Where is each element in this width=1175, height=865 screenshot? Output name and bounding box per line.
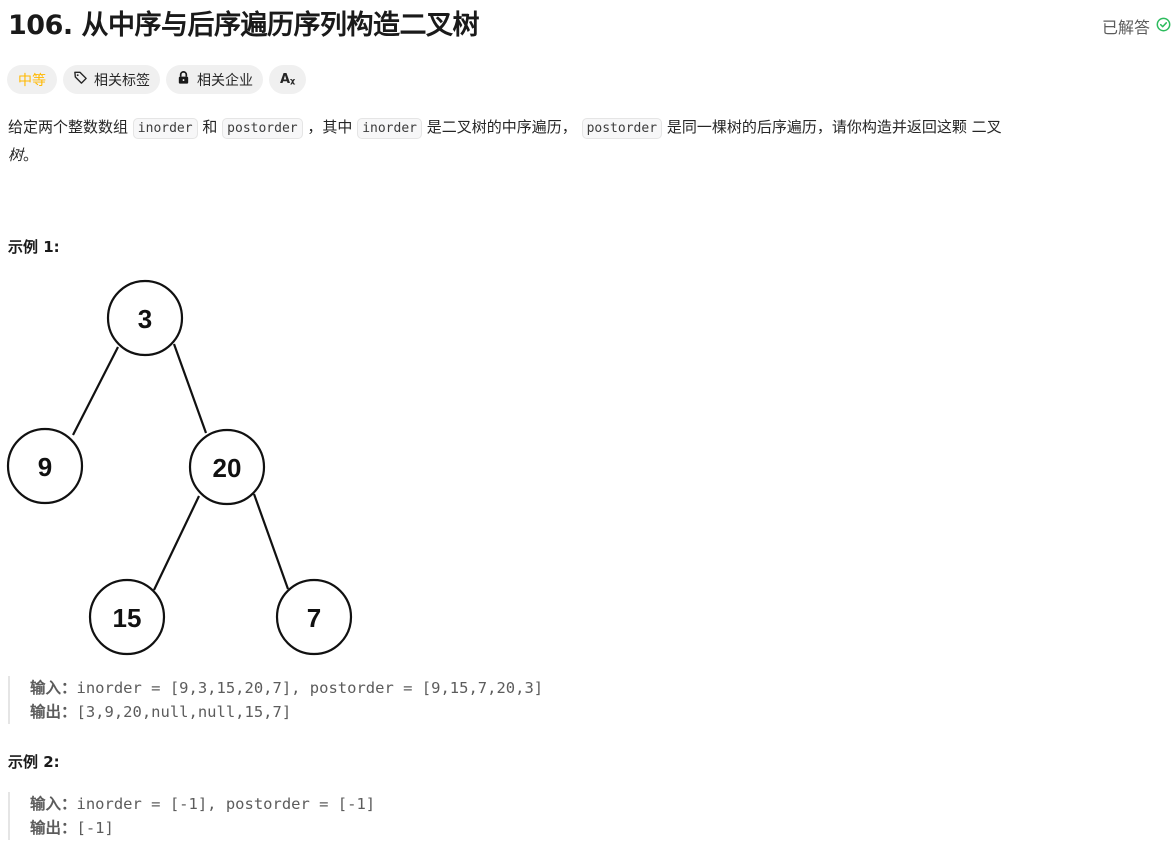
- lock-icon: [176, 70, 191, 89]
- code-postorder: postorder: [222, 118, 303, 139]
- translate-button[interactable]: Aᵪ: [269, 65, 307, 94]
- example-2-title: 示例 2:: [8, 753, 60, 771]
- desc-text: 是二叉树的中序遍历，: [426, 118, 577, 136]
- check-circle-icon: [1156, 17, 1171, 36]
- example-2-block: 输入：inorder = [-1], postorder = [-1] 输出：[…: [8, 792, 375, 840]
- code-inorder: inorder: [357, 118, 422, 139]
- desc-italic: 树: [8, 146, 24, 164]
- solved-status: 已解答: [1102, 14, 1171, 38]
- difficulty-label: 中等: [18, 72, 46, 89]
- example-1-title: 示例 1:: [8, 238, 60, 256]
- example-input: inorder = [-1], postorder = [-1]: [76, 795, 376, 813]
- code-inorder: inorder: [132, 118, 198, 139]
- tree-node: 9: [38, 452, 52, 482]
- desc-text: ，其中: [307, 118, 353, 136]
- tag-bar: 中等 相关标签 相关企业 Aᵪ: [7, 65, 307, 94]
- problem-description: 给定两个整数数组 inorder 和 postorder ，其中 inorder…: [8, 114, 1158, 169]
- example-1-block: 输入：inorder = [9,3,15,20,7], postorder = …: [8, 676, 543, 724]
- example-output: [-1]: [76, 819, 114, 837]
- topics-label: 相关标签: [94, 72, 150, 89]
- example-output: [3,9,20,null,null,15,7]: [76, 703, 292, 721]
- difficulty-badge[interactable]: 中等: [7, 65, 57, 94]
- desc-text: 二叉: [971, 118, 1002, 136]
- desc-text: 给定两个整数数组: [8, 118, 129, 136]
- tag-icon: [73, 70, 88, 89]
- tree-node: 3: [138, 304, 152, 334]
- page-title: 106. 从中序与后序遍历序列构造二叉树: [8, 10, 480, 41]
- companies-label: 相关企业: [197, 72, 253, 89]
- topics-tag-button[interactable]: 相关标签: [63, 65, 160, 94]
- tree-node: 15: [113, 603, 142, 633]
- output-label: 输出：: [30, 819, 77, 837]
- desc-text: 。: [23, 146, 39, 164]
- input-label: 输入：: [30, 679, 77, 697]
- desc-text: 是同一棵树的后序遍历，请你构造并返回这颗: [666, 118, 967, 136]
- example-input: inorder = [9,3,15,20,7], postorder = [9,…: [76, 679, 544, 697]
- solved-label: 已解答: [1101, 18, 1150, 37]
- translate-icon: Aᵪ: [280, 72, 296, 87]
- input-label: 输入：: [30, 795, 77, 813]
- binary-tree-diagram: 3 9 20 15 7: [6, 279, 353, 656]
- tree-node: 7: [307, 603, 321, 633]
- desc-text: 和: [202, 118, 218, 136]
- code-postorder: postorder: [581, 118, 663, 139]
- output-label: 输出：: [30, 703, 77, 721]
- tree-node: 20: [213, 453, 242, 483]
- companies-tag-button[interactable]: 相关企业: [166, 65, 263, 94]
